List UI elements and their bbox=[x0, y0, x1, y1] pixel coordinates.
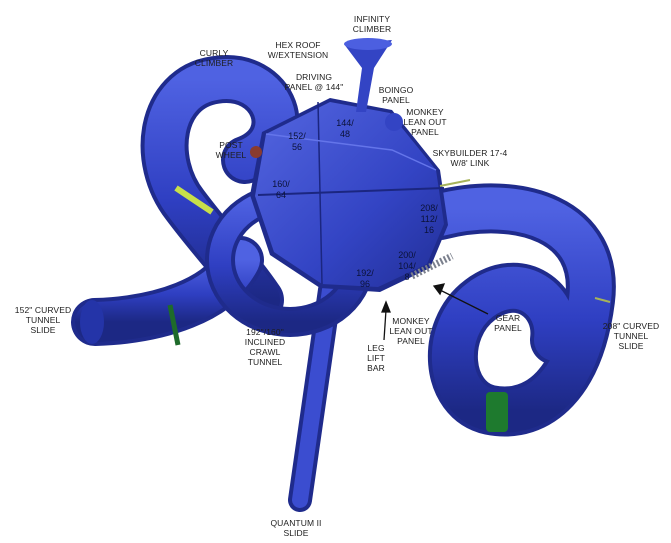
label-quantum-slide: QUANTUM II SLIDE bbox=[262, 518, 330, 538]
label-curved-tunnel-208: 208" CURVED TUNNEL SLIDE bbox=[598, 321, 664, 351]
label-gear-panel: GEAR PANEL bbox=[488, 313, 528, 333]
deck-height-144-48: 144/ 48 bbox=[330, 118, 360, 140]
label-post-wheel: POST WHEEL bbox=[206, 140, 256, 160]
label-curly-climber: CURLY CLIMBER bbox=[184, 48, 244, 68]
deck-height-208-112-16: 208/ 112/ 16 bbox=[414, 203, 444, 236]
label-inclined-crawl-tunnel: 192"/160" INCLINED CRAWL TUNNEL bbox=[236, 327, 294, 367]
deck-height-160-64: 160/ 64 bbox=[266, 179, 296, 201]
deck-height-200-104-8: 200/ 104/ 8 bbox=[392, 250, 422, 283]
deck-height-152-56: 152/ 56 bbox=[282, 131, 312, 153]
label-infinity-climber: INFINITY CLIMBER bbox=[340, 14, 404, 34]
label-monkey-lean-out-bottom: MONKEY LEAN OUT PANEL bbox=[386, 316, 436, 346]
label-monkey-lean-out-top: MONKEY LEAN OUT PANEL bbox=[396, 107, 454, 137]
label-skybuilder: SKYBUILDER 17-4 W/8' LINK bbox=[428, 148, 512, 168]
deck-height-192-96: 192/ 96 bbox=[350, 268, 380, 290]
label-curved-tunnel-152: 152" CURVED TUNNEL SLIDE bbox=[8, 305, 78, 335]
label-hex-roof: HEX ROOF W/EXTENSION bbox=[258, 40, 338, 60]
label-boingo-panel: BOINGO PANEL bbox=[372, 85, 420, 105]
label-leg-lift-bar: LEG LIFT BAR bbox=[360, 343, 392, 373]
label-driving-panel: DRIVING PANEL @ 144" bbox=[278, 72, 350, 92]
